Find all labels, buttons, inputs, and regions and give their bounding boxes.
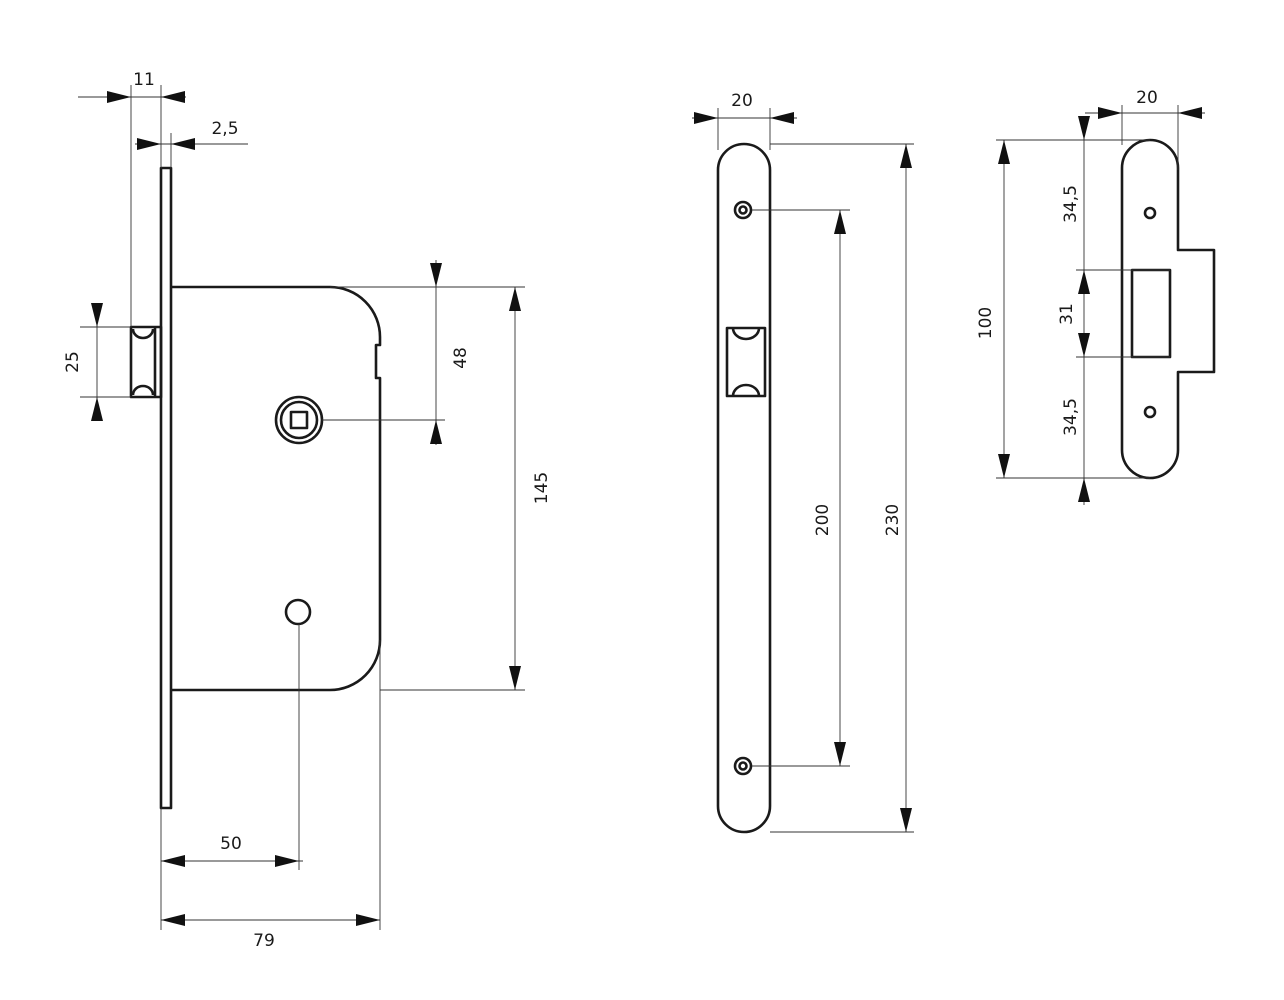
dim-faceplate-width: 20 (731, 91, 753, 111)
spindle-hole (274, 395, 324, 445)
latch-opening (725, 326, 767, 398)
faceplate-view: 20 200 230 (692, 91, 914, 834)
dimension-arrowhead (1098, 107, 1122, 119)
dimension-arrowhead (900, 808, 912, 832)
dimension-arrowhead (275, 855, 299, 867)
dim-spindle-offset: 48 (451, 347, 471, 369)
dim-strike-upper: 34,5 (1061, 185, 1081, 223)
screw-hole-bottom (733, 756, 753, 776)
dimension-arrowhead (834, 210, 846, 234)
dimension-arrowhead (91, 303, 103, 327)
dimension-arrowhead (161, 855, 185, 867)
dimension-arrowhead (161, 914, 185, 926)
strike-screw-hole-bottom (1143, 405, 1157, 419)
dimension-arrowhead (509, 287, 521, 311)
dim-bolt-projection: 11 (133, 70, 155, 90)
dim-body-height: 145 (532, 472, 552, 504)
faceplate-dimension-lines (692, 108, 914, 833)
dimension-arrowhead (694, 112, 718, 124)
strike-dimension-lines (996, 105, 1205, 505)
dim-backset: 50 (220, 834, 242, 854)
dimension-arrowhead (171, 138, 195, 150)
dimension-arrowhead (1078, 270, 1090, 294)
dimension-arrowhead (430, 263, 442, 287)
cylinder-hole (284, 598, 312, 626)
dimension-arrowhead (356, 914, 380, 926)
dimension-arrowhead (998, 454, 1010, 478)
dimension-arrowhead (834, 742, 846, 766)
dimension-arrowhead (91, 397, 103, 421)
screw-hole-top (733, 200, 753, 220)
lock-faceplate (159, 166, 173, 810)
dim-body-depth: 79 (253, 931, 275, 951)
dimension-arrowhead (137, 138, 161, 150)
dim-faceplate-thickness: 2,5 (211, 119, 238, 139)
mortise-lock-view: 11 2,5 25 48 145 50 79 (63, 70, 552, 951)
strike-plate-view: 20 100 34,5 31 34,5 (976, 88, 1216, 505)
strike-screw-hole-top (1143, 206, 1157, 220)
strike-plate-outline (1120, 138, 1216, 480)
dimension-arrowhead (1078, 333, 1090, 357)
strike-opening (1130, 268, 1172, 359)
latch-bolt (129, 325, 163, 399)
dim-strike-lower: 34,5 (1061, 398, 1081, 436)
dimension-arrowhead (509, 666, 521, 690)
dim-strike-opening: 31 (1057, 303, 1077, 325)
dim-latch-height: 25 (63, 351, 83, 373)
dimension-arrowhead (900, 144, 912, 168)
dimension-arrowhead (1078, 478, 1090, 502)
lock-dimension-lines (78, 85, 525, 930)
dim-strike-length: 100 (976, 307, 996, 339)
dimension-arrowhead (1178, 107, 1202, 119)
dimension-arrowhead (770, 112, 794, 124)
dimension-arrowhead (998, 140, 1010, 164)
dimension-arrowhead (161, 91, 185, 103)
dimension-arrowhead (430, 420, 442, 444)
lock-body (171, 285, 382, 692)
dim-strike-width: 20 (1136, 88, 1158, 108)
dimension-arrowhead (1078, 116, 1090, 140)
dimension-arrows (91, 91, 1202, 926)
dim-faceplate-length: 230 (883, 504, 903, 536)
dim-screw-spacing: 200 (813, 504, 833, 536)
faceplate-outline (716, 142, 772, 834)
dimension-arrowhead (107, 91, 131, 103)
